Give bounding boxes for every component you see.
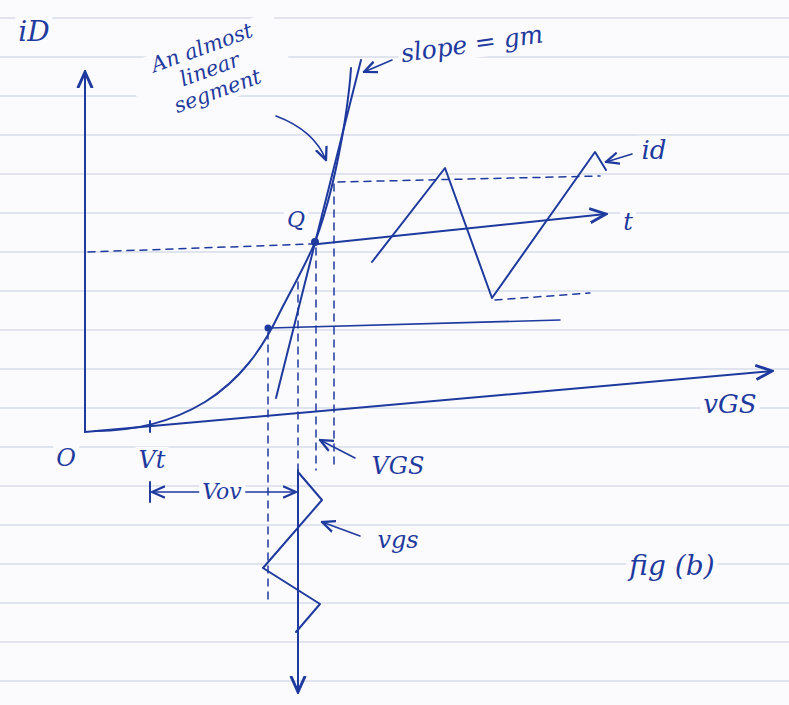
rule-line [0, 642, 789, 643]
rule-line [0, 681, 789, 682]
id-waveform [372, 152, 606, 298]
rule-line [0, 447, 789, 448]
bracket-tick [149, 482, 151, 502]
dashed-projections [88, 176, 600, 600]
dashed-line [88, 244, 312, 252]
axis-label: id [639, 136, 670, 165]
rule-line [0, 135, 789, 136]
tangent-line [276, 60, 361, 398]
dashed-line [495, 293, 590, 300]
time-axis [318, 214, 606, 244]
rule-line [0, 96, 789, 97]
horizontal-axis [85, 371, 772, 432]
axis-label: Vt [136, 447, 169, 473]
leader-line [276, 116, 326, 160]
rule-line [0, 18, 789, 19]
rule-line [0, 57, 789, 58]
paper-ruling [0, 18, 789, 681]
rule-line [0, 408, 789, 409]
rule-line [0, 369, 789, 370]
figure-caption: fig (b) [626, 551, 717, 582]
level-line [270, 320, 560, 328]
ink [85, 60, 772, 692]
vgs-waveform [263, 472, 322, 632]
rule-line [0, 291, 789, 292]
axis-label: slope = gm [396, 20, 548, 68]
axis-label: vGS [700, 390, 759, 419]
axis-label: Q [284, 208, 308, 232]
axis-label: vgs [374, 527, 421, 553]
rule-line [0, 174, 789, 175]
leader-line [364, 60, 392, 72]
rule-line [0, 486, 789, 487]
rule-line [0, 603, 789, 604]
leader-line [606, 154, 632, 162]
axis-label: iD [15, 17, 52, 48]
rule-line [0, 525, 789, 526]
rule-line [0, 213, 789, 214]
dashed-line [297, 282, 299, 470]
axis-label: t [620, 209, 636, 235]
dashed-line [267, 332, 269, 600]
dashed-line [338, 176, 600, 182]
vgs-time-axis [297, 470, 299, 692]
axis-label: Vov [199, 480, 245, 504]
vertical-axis [84, 72, 86, 432]
vt-tick [149, 421, 151, 432]
leader-line [320, 440, 355, 458]
rule-line [0, 330, 789, 331]
dashed-line [315, 248, 317, 470]
axis-label: VGS [369, 453, 428, 479]
axis-label: O [53, 445, 79, 471]
leader-line [322, 522, 360, 536]
axis-label: An almost linear segment [125, 11, 295, 129]
